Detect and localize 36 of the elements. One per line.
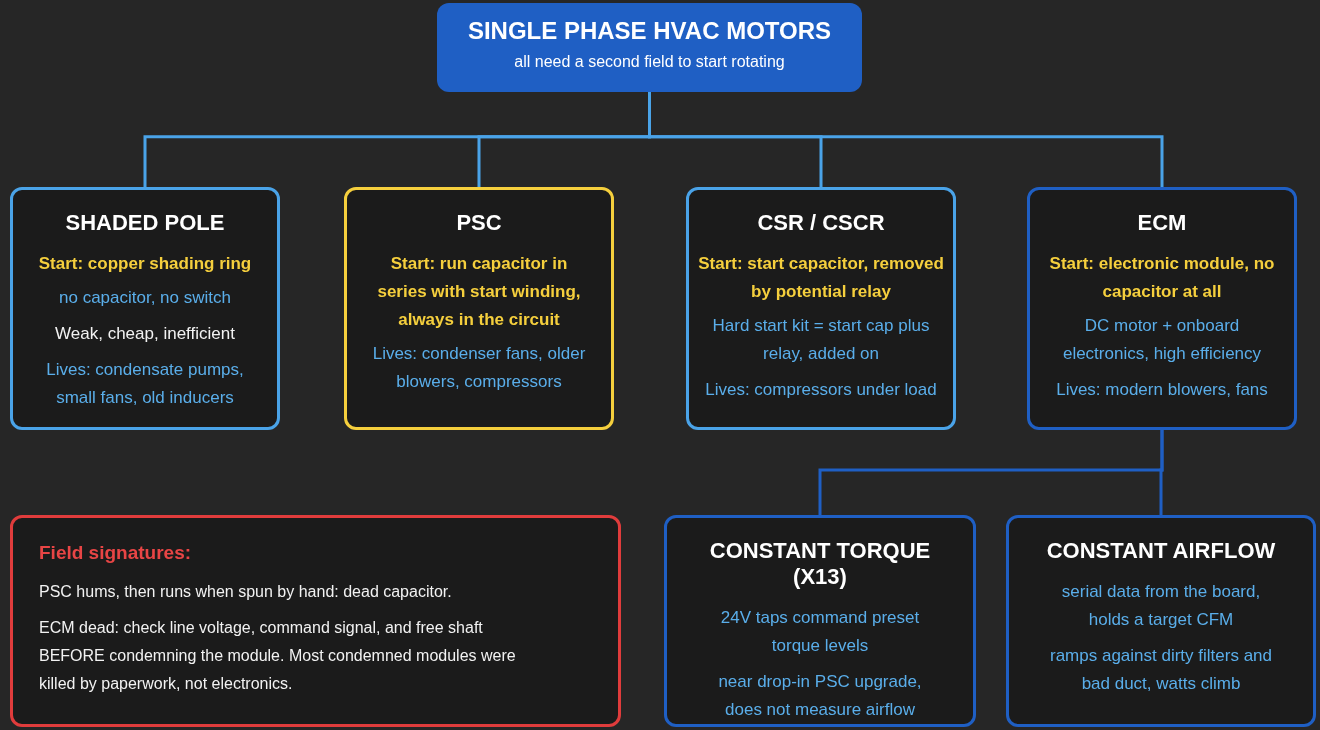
description: ramps against dirty filters and bad duct, watts climb	[1048, 645, 1273, 695]
motor-card	[1006, 515, 1316, 727]
motor-card	[664, 515, 976, 727]
description: Lives: condenser fans, older blowers, compressors	[371, 343, 587, 393]
motor-card	[10, 187, 280, 430]
heading: CONSTANT TORQUE (X13)	[708, 538, 932, 590]
description: Weak, cheap, inefficient	[55, 323, 235, 345]
description: ECM dead: check line voltage, command signal, and free shaft BEFORE condemning the module. Most condemned modules were killed by paperwork, not electronics.	[39, 618, 517, 694]
heading: ECM	[1137, 210, 1187, 236]
description: Start: copper shading ring	[38, 253, 252, 275]
description: DC motor + onboard electronics, high efficiency	[1061, 315, 1263, 365]
description: all need a second field to start rotating	[514, 53, 785, 71]
description: Start: run capacitor in series with start winding, always in the circuit	[376, 253, 582, 331]
heading: SHADED POLE	[65, 210, 225, 236]
description: Start: electronic module, no capacitor at all	[1048, 253, 1276, 303]
description: Hard start kit = start cap plus relay, added on	[711, 315, 931, 365]
description: Start: start capacitor, removed by potential relay	[697, 253, 945, 303]
heading: Field signatures:	[39, 542, 192, 564]
motor-card	[344, 187, 614, 430]
description: PSC hums, then runs when spun by hand: dead capacitor.	[39, 582, 452, 602]
heading: PSC	[456, 210, 502, 236]
description: Lives: condensate pumps, small fans, old inducers	[45, 359, 245, 409]
heading: CONSTANT AIRFLOW	[1046, 538, 1276, 564]
description: near drop-in PSC upgrade, does not measure airflow	[717, 671, 923, 721]
description: 24V taps command preset torque levels	[719, 607, 921, 657]
description: Lives: modern blowers, fans	[1056, 379, 1268, 401]
note-box	[10, 515, 621, 727]
connector-line	[1159, 430, 1164, 515]
motor-card	[1027, 187, 1297, 430]
title-box	[437, 3, 862, 92]
heading: SINGLE PHASE HVAC MOTORS	[467, 17, 832, 45]
motor-card	[686, 187, 956, 430]
heading: CSR / CSCR	[757, 210, 885, 236]
description: serial data from the board, holds a target CFM	[1060, 581, 1262, 631]
description: Lives: compressors under load	[705, 379, 937, 401]
description: no capacitor, no switch	[59, 287, 231, 309]
